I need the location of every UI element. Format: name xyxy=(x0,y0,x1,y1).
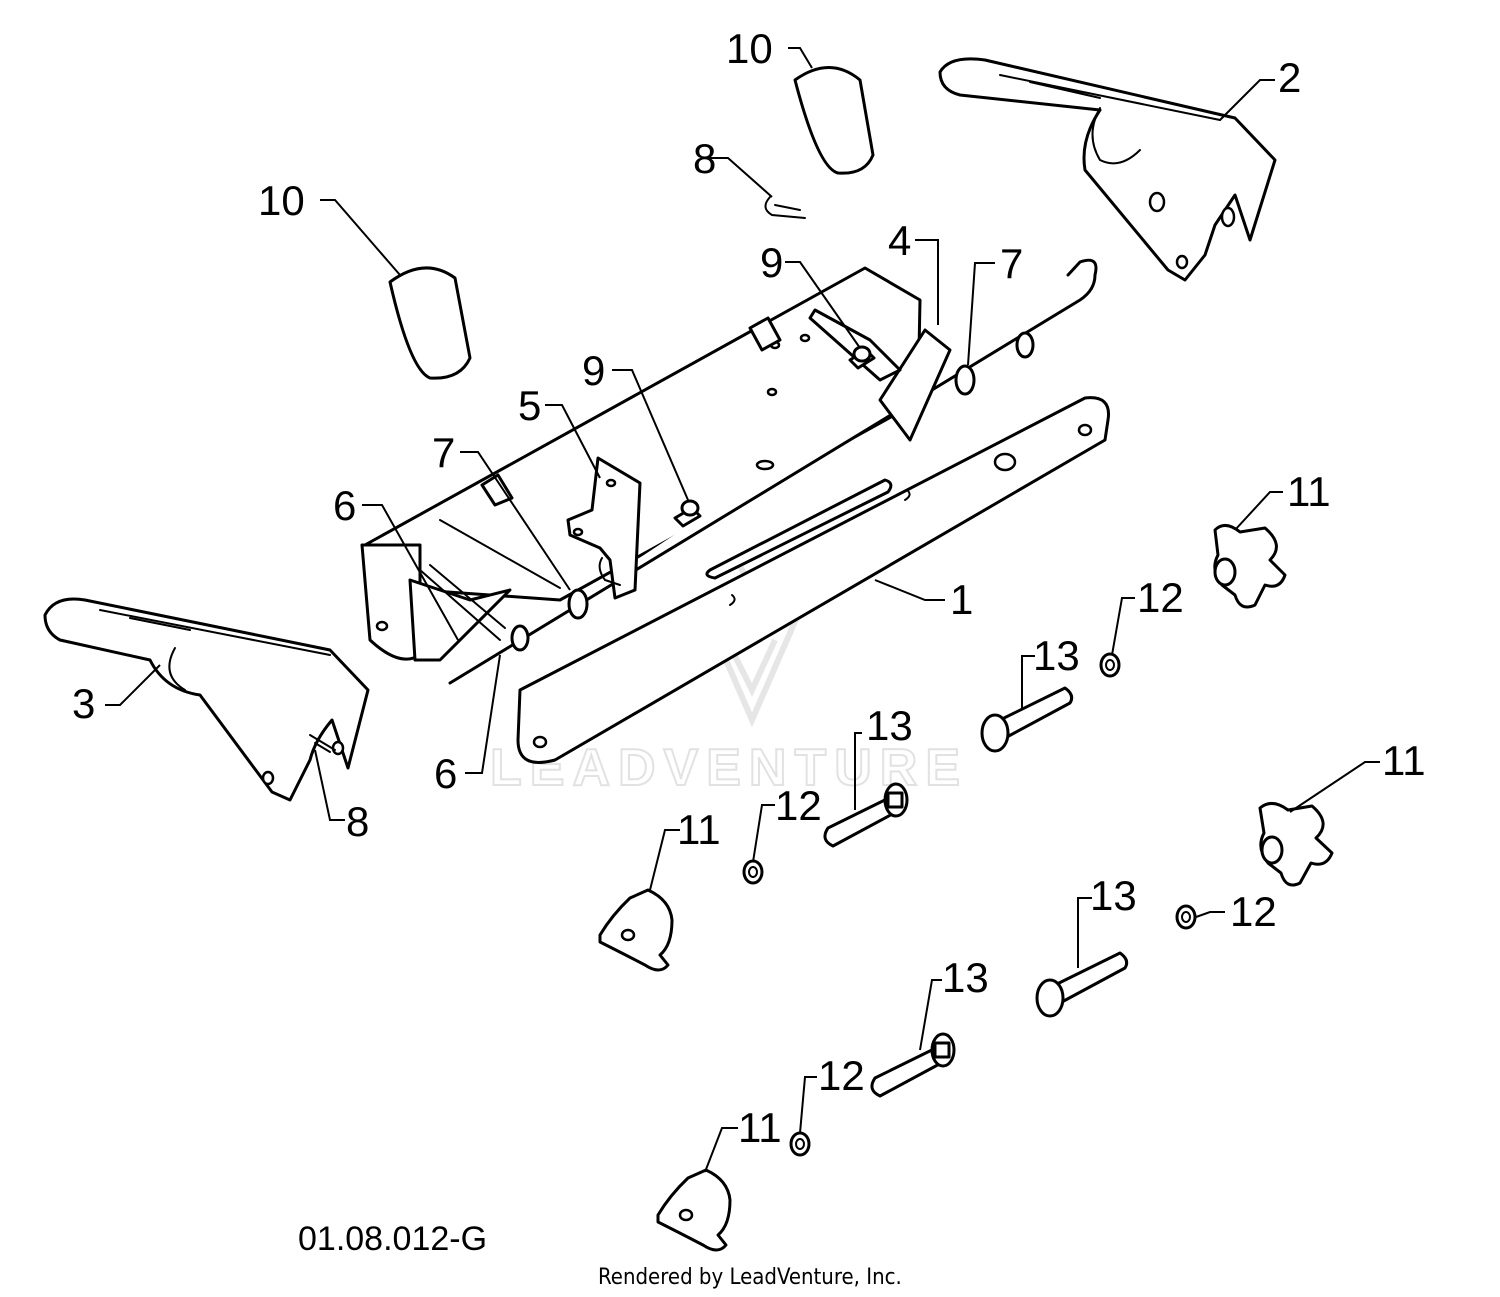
callout-10a: 10 xyxy=(258,177,305,224)
callout-6b: 6 xyxy=(434,750,457,797)
part-8-hairpin-clip xyxy=(764,196,806,219)
callout-11d: 11 xyxy=(738,1104,782,1151)
part-13-bolt-b xyxy=(823,782,909,848)
part-13-bolt-a xyxy=(980,686,1074,753)
part-11-knob-d xyxy=(656,1168,732,1252)
callouts: 1 2 3 4 5 6 6 7 7 8 8 9 9 10 10 11 11 11… xyxy=(72,25,1426,1151)
callout-2: 2 xyxy=(1278,54,1301,101)
part-5-bracket xyxy=(566,456,642,600)
callout-7a: 7 xyxy=(432,429,455,476)
callout-5: 5 xyxy=(518,382,541,429)
callout-8b: 8 xyxy=(346,798,369,845)
part-11-knob-b xyxy=(1258,802,1334,887)
part-11-knob-a xyxy=(1213,524,1287,609)
part-9-studs xyxy=(673,345,876,528)
drawing-code: 01.08.012-G xyxy=(298,1220,487,1258)
part-3-lever-left xyxy=(43,597,370,802)
callout-4: 4 xyxy=(888,217,911,264)
callout-12a: 12 xyxy=(1137,574,1184,621)
callout-3: 3 xyxy=(72,680,95,727)
callout-6a: 6 xyxy=(333,482,356,529)
part-11-knob-c xyxy=(598,888,674,972)
callout-11a: 11 xyxy=(1287,468,1331,515)
part-12-nuts xyxy=(742,652,1197,1157)
callout-12d: 12 xyxy=(818,1052,865,1099)
part-1-seat-frame xyxy=(360,266,1111,764)
callout-13c: 13 xyxy=(1090,872,1137,919)
callout-12c: 12 xyxy=(1230,888,1277,935)
callout-13a: 13 xyxy=(1033,632,1080,679)
callout-13d: 13 xyxy=(942,954,989,1001)
part-10-knob-left xyxy=(388,266,472,380)
callout-13b: 13 xyxy=(866,702,913,749)
part-13-bolt-d xyxy=(870,1032,956,1098)
part-4-latch-plate xyxy=(808,308,952,442)
callout-1: 1 xyxy=(950,576,973,623)
callout-11c: 11 xyxy=(677,806,721,853)
callout-11b: 11 xyxy=(1382,737,1426,784)
callout-10b: 10 xyxy=(726,25,773,72)
render-credit: Rendered by LeadVenture, Inc. xyxy=(598,1265,902,1290)
part-2-lever-right xyxy=(938,57,1277,282)
callout-9a: 9 xyxy=(582,347,605,394)
part-13-bolt-c xyxy=(1035,951,1129,1018)
callout-12b: 12 xyxy=(775,782,822,829)
part-10-knob-right xyxy=(793,66,875,175)
callout-8a: 8 xyxy=(693,135,716,182)
leader-lines xyxy=(105,47,1380,1173)
callout-9b: 9 xyxy=(760,239,783,286)
callout-7b: 7 xyxy=(1000,240,1023,287)
